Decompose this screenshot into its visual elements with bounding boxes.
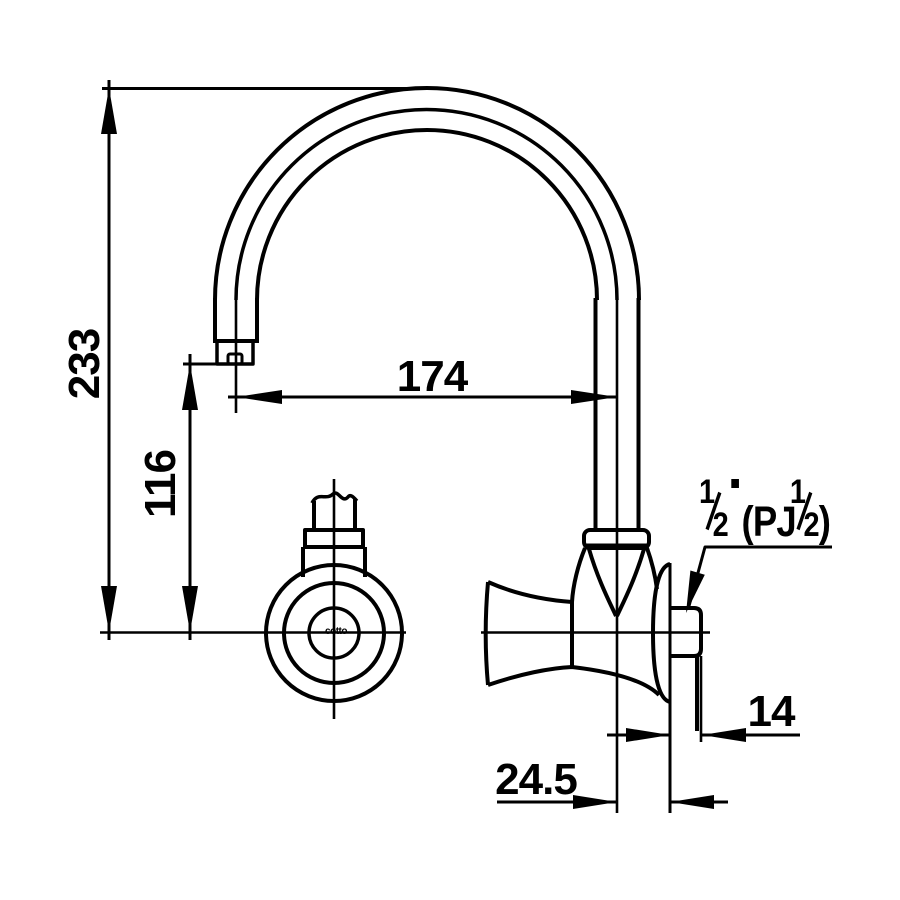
handle-cone-face	[483, 581, 490, 686]
fraction-denominator: 2	[712, 506, 729, 544]
spout-collar-nut	[582, 528, 651, 550]
handle-front-view	[100, 479, 406, 719]
dim-116-label: 116	[136, 450, 185, 518]
brand-logo: cotto	[325, 626, 347, 637]
thread-leader-arrow	[686, 570, 705, 613]
dim-116-arrow-up	[182, 364, 198, 410]
flange-front-curve	[651, 562, 671, 704]
dim-174-arrow-right	[571, 390, 617, 404]
handle-stub-base	[301, 545, 367, 577]
dim-233-label: 233	[60, 328, 109, 400]
dim-233-arrow-up	[101, 88, 117, 134]
spout-riser-tube	[593, 298, 641, 530]
dim-116	[182, 354, 217, 640]
dim-14-arrow-right	[702, 728, 746, 742]
dim-24-5-arrow-right	[670, 795, 714, 809]
dim-174	[228, 390, 617, 404]
faucet-body-side-view	[481, 528, 710, 697]
dim-14	[607, 728, 800, 742]
body-v-right	[615, 548, 646, 617]
fraction-numerator: 1	[699, 473, 716, 511]
dim-14-arrow-left	[626, 728, 670, 742]
dim-14-label: 14	[747, 687, 796, 736]
handle-stub-break-line	[310, 491, 359, 504]
dim-24-5-arrow-left	[573, 795, 617, 809]
thread-spec-prefix: (PJ	[741, 498, 797, 547]
thread-spec-suffix: )	[818, 498, 831, 547]
dim-233-arrow-down	[101, 586, 117, 632]
aerator-tip	[226, 352, 244, 366]
thread-fraction-1: 1 2	[699, 473, 730, 544]
body-v-left	[587, 548, 618, 617]
spout-outlet-tube	[213, 298, 259, 341]
thread-leader	[686, 545, 832, 613]
thread-nipple	[670, 606, 703, 658]
wall-flange	[651, 562, 672, 813]
handle-cone-bottom-body	[487, 665, 661, 697]
handle-stub-sides	[312, 499, 357, 530]
gooseneck-spout	[213, 86, 641, 813]
handle-cone-top	[487, 580, 573, 604]
thread-fraction-2: 1 2	[789, 473, 821, 544]
spout-inner-arc	[255, 128, 599, 301]
thread-connector	[670, 606, 703, 742]
fraction-denominator: 2	[803, 506, 820, 544]
dim-174-arrow-left	[236, 390, 282, 404]
spout-outer-arc	[213, 86, 641, 301]
dim-24-5-label: 24.5	[495, 755, 578, 804]
fraction-numerator: 1	[789, 473, 806, 511]
thread-leader-line	[687, 545, 832, 607]
dim-233	[101, 80, 428, 640]
inch-mark-icon	[731, 479, 739, 488]
dim-174-label: 174	[396, 352, 468, 401]
thread-spec-label: 1 2 (PJ 1 2 )	[699, 473, 831, 547]
body-left-fillet	[570, 547, 587, 603]
dim-116-arrow-down	[182, 586, 198, 632]
dim-24-5	[497, 795, 728, 809]
spout-centerline-arc	[234, 107, 619, 301]
